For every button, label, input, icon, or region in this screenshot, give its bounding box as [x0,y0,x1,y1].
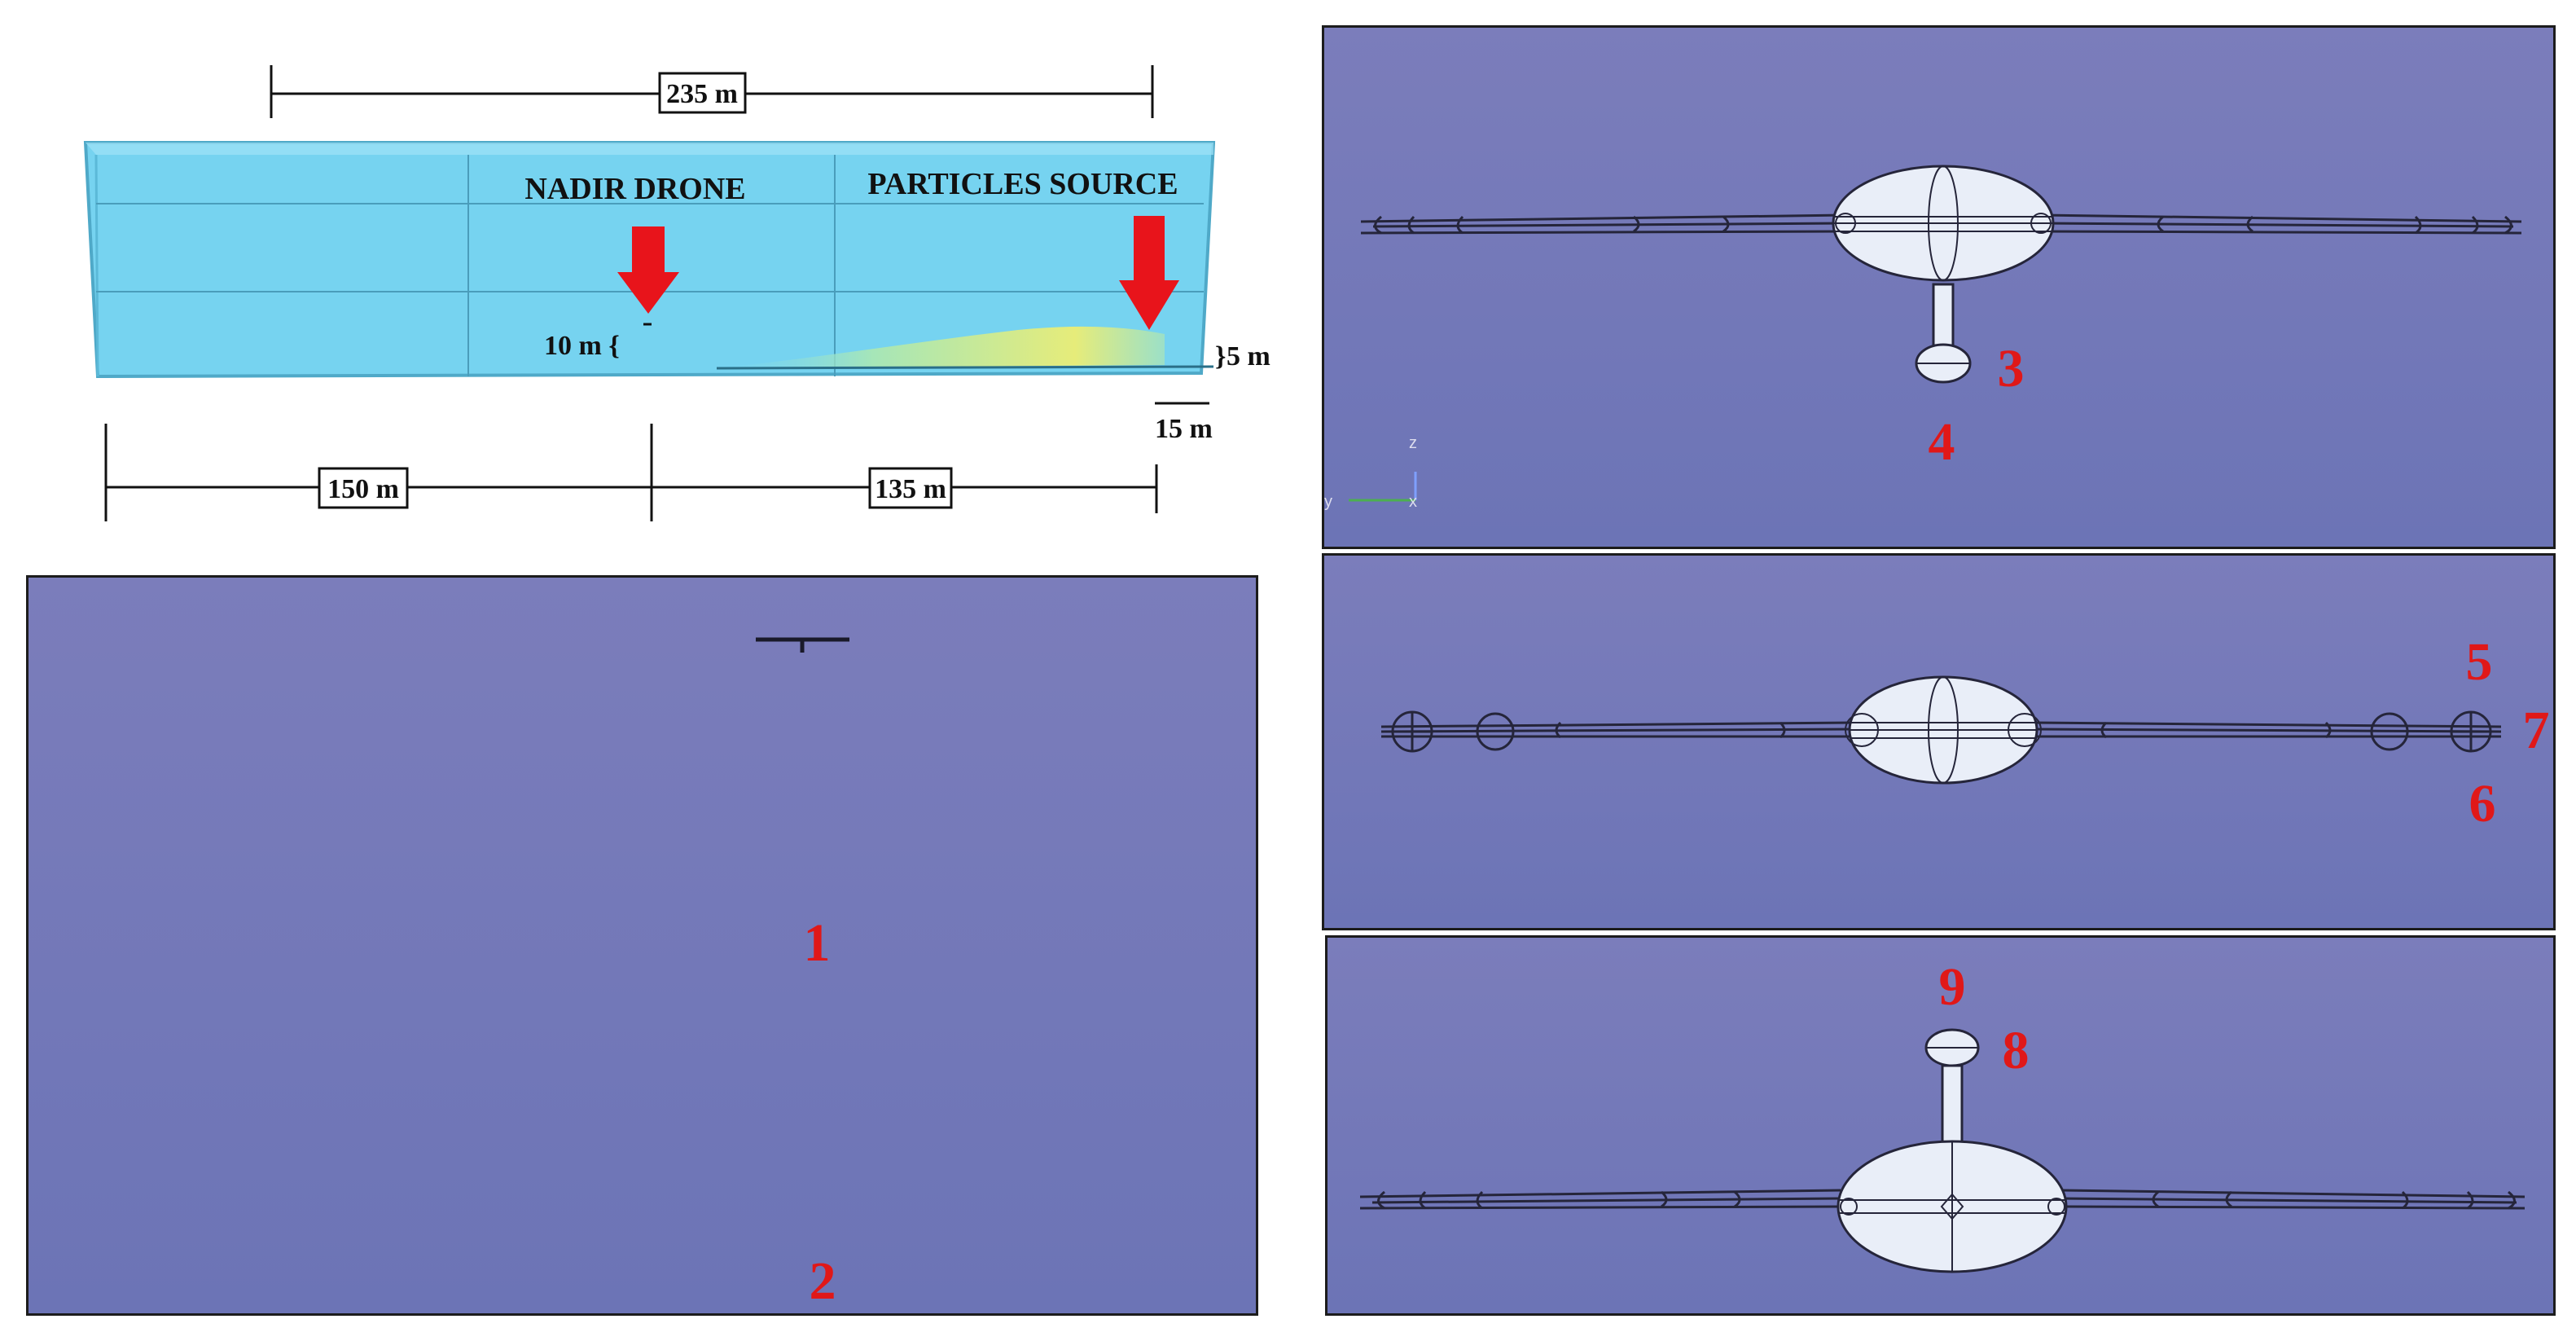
dim-5m-label: 5 m [1227,341,1270,372]
front-arm-right [2040,213,2522,235]
axis-y-label: y [1324,493,1332,511]
probe-label-1: 1 [804,913,831,973]
probe-label-2: 2 [810,1251,836,1311]
height-10m-label: 10 m { [544,331,620,361]
dim-5m-brace: } [1215,341,1226,372]
probe-label-4: 4 [1929,412,1955,472]
side-arm-right [2060,1189,2526,1210]
probe-label-6: 6 [2469,774,2496,833]
front-arm-left [1360,213,1846,235]
nadir-drone-label: NADIR DRONE [524,172,745,206]
axis-x-label: x [1409,493,1417,511]
axis-z-label: z [1409,434,1417,452]
probe-label-9: 9 [1939,957,1966,1017]
far-view-svg: 1 2 [756,637,849,1311]
front-view-svg: 3 4 z y x [1324,165,2522,511]
probe-label-8: 8 [2003,1021,2030,1080]
dim-235-box [658,72,747,114]
dim-150-box [318,467,409,509]
dim-135-box [868,467,953,509]
side-hub-detail [1838,1141,2066,1272]
probe-label-7: 7 [2523,701,2550,760]
dim-150-label: 150 m [327,474,399,504]
probe-label-5: 5 [2466,632,2493,692]
axis-triad: z y x [1324,434,1417,511]
side-sensor-mast [1941,1064,1964,1147]
side-view-svg: 9 8 [1359,957,2526,1273]
source-arrow [1119,216,1179,330]
dim-135-label: 135 m [875,474,946,504]
particle-plume [717,326,1165,368]
dim-235-label: 235 m [666,79,738,109]
front-view-panel: 3 4 z y x [1322,25,2556,549]
domain-figure: 235 m NADIR DRONE PARTIC [0,0,1303,554]
top-arm-right [2032,710,2502,753]
domain-svg: 235 m NADIR DRONE PARTIC [83,65,1270,521]
far-view-panel: 1 2 [26,575,1258,1316]
drone-silhouette [756,637,849,653]
domain-box [83,141,1216,379]
nadir-arrow [617,226,679,314]
front-sensor-mast [1932,283,1955,350]
top-view-svg: 5 7 6 [1380,632,2550,833]
dim-15m-label: 15 m [1155,414,1213,444]
dim-bottom-lines [104,424,1158,521]
top-view-panel: 5 7 6 [1322,553,2556,930]
probe-label-3: 3 [1998,339,2025,398]
side-arm-left [1359,1189,1841,1210]
particles-source-label: PARTICLES SOURCE [867,167,1178,201]
top-arm-left [1380,710,1854,753]
top-hub-detail [1845,676,2042,784]
front-hub-detail [1833,165,2053,281]
side-view-panel: 9 8 [1325,935,2556,1316]
